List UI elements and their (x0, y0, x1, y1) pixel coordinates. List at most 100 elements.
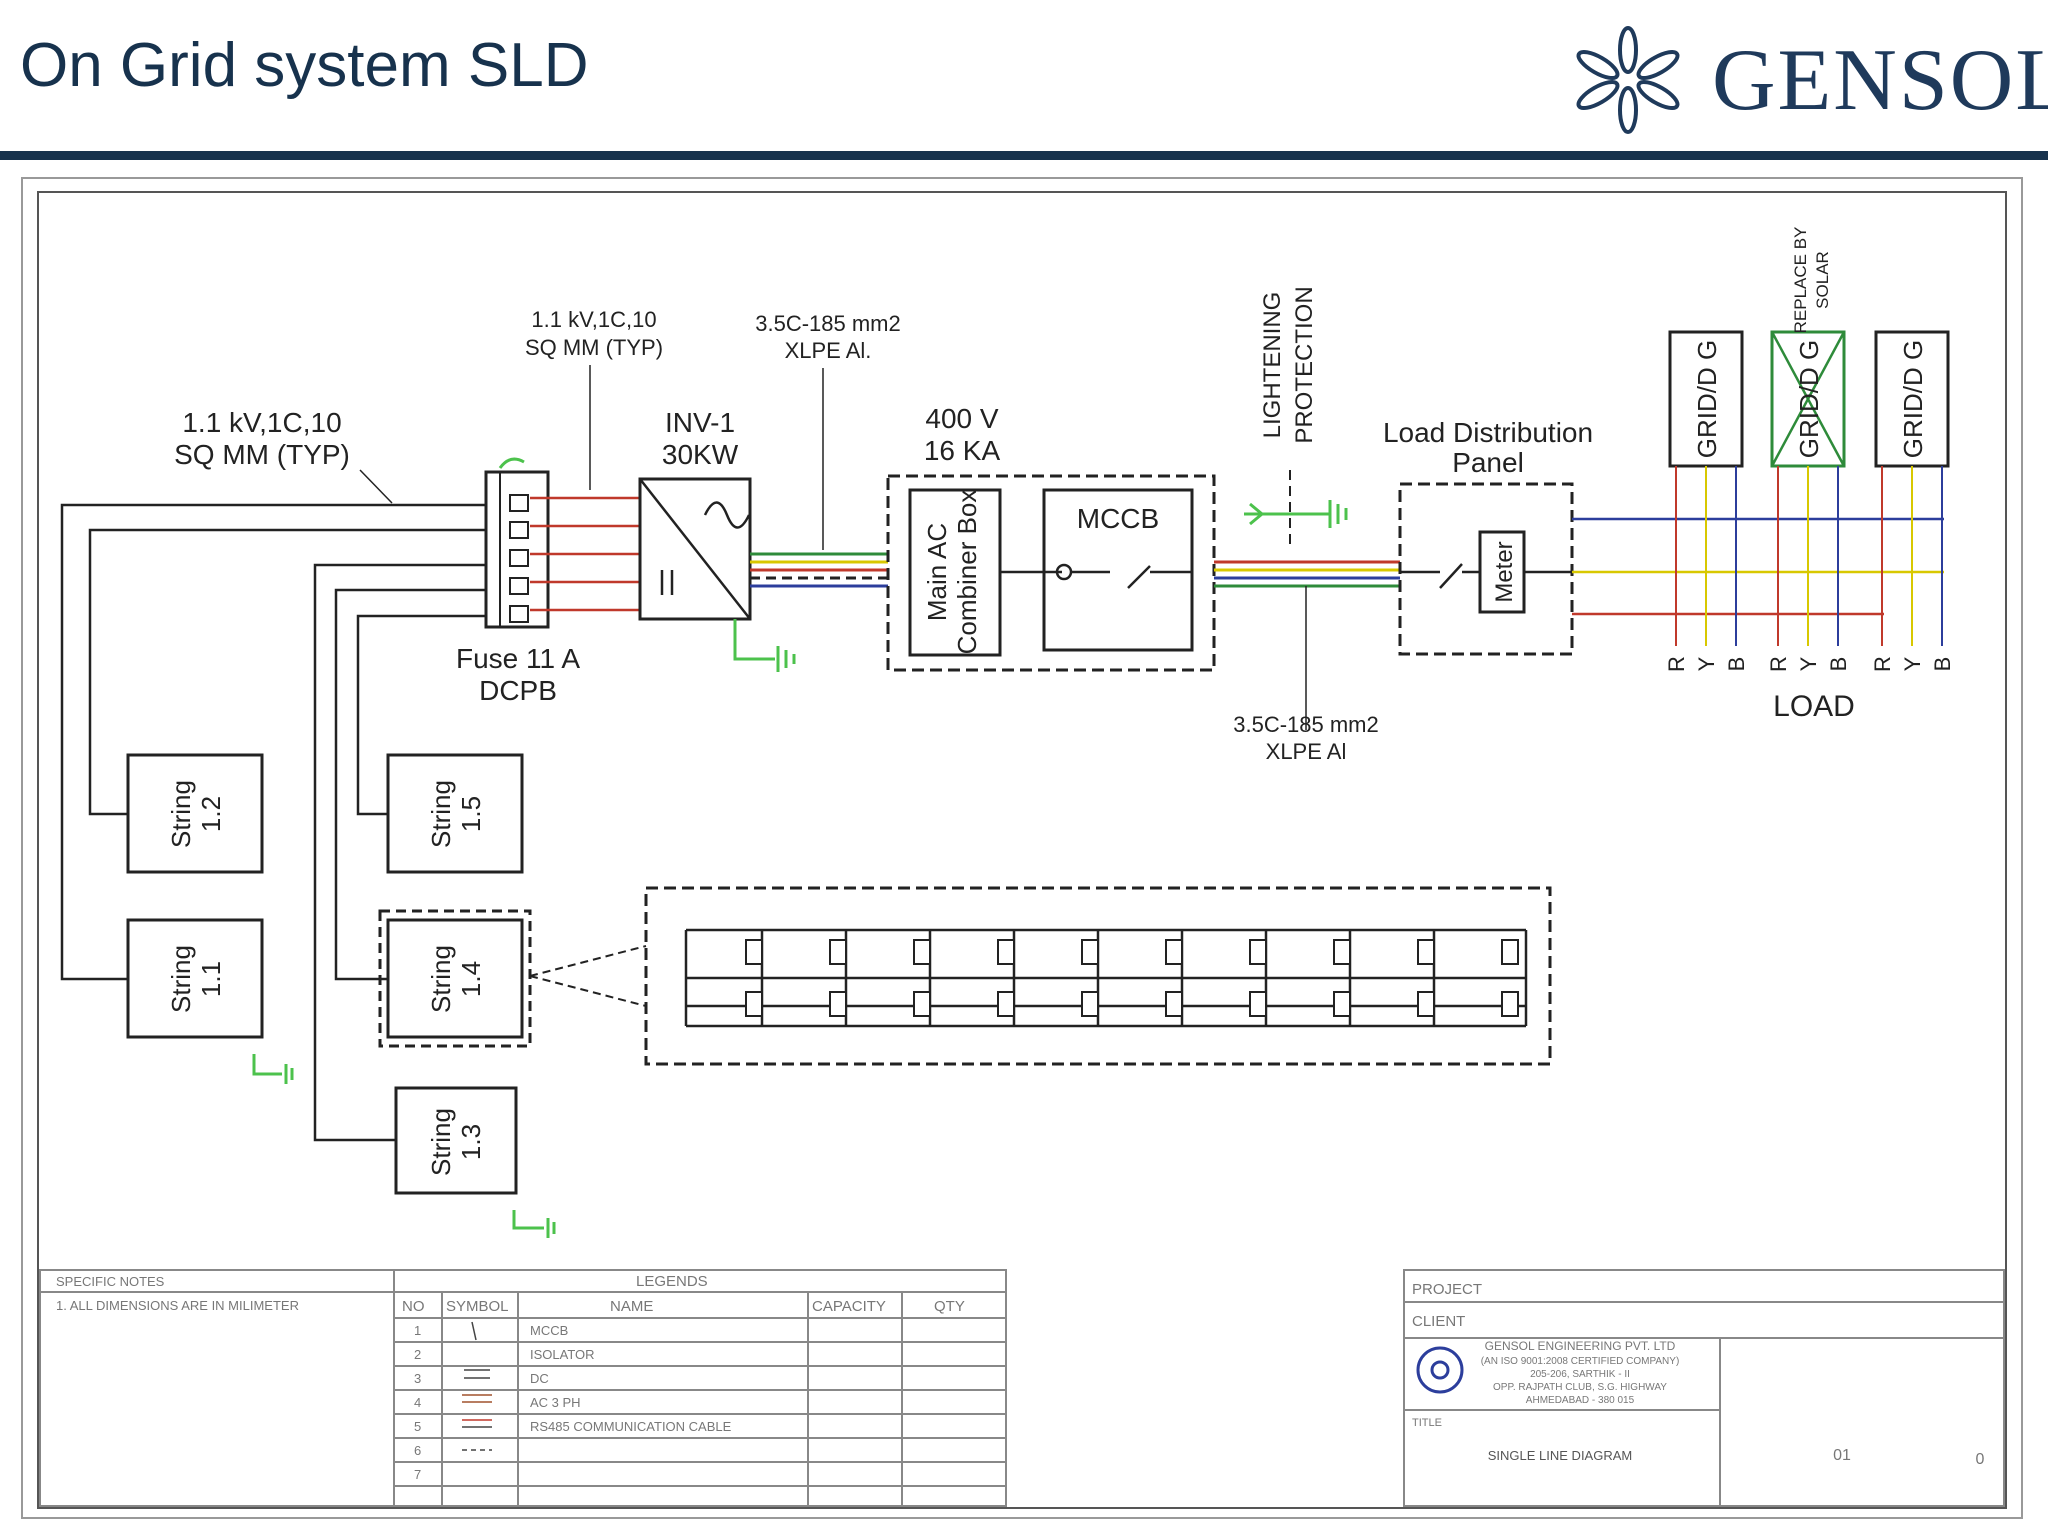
note-1: 1. ALL DIMENSIONS ARE IN MILIMETER (56, 1298, 299, 1313)
revision: 0 (1976, 1451, 1985, 1468)
phase-label: Y (1694, 656, 1719, 671)
phase-label: Y (1900, 656, 1925, 671)
cable-label-left: 1.1 kV,1C,10 (182, 407, 341, 438)
gensol-logo-icon (1576, 26, 1680, 134)
string-label-1-1-num: 1.1 (196, 961, 226, 997)
fuse-box-ground-icon (498, 457, 525, 469)
cable-label-bottom: 3.5C-185 mm2 (1233, 712, 1379, 737)
grid-dg-box-1 (1668, 330, 1744, 468)
wire-string-1-5 (356, 614, 486, 816)
wire-string-1-4 (334, 588, 486, 981)
legend-row-no: 6 (414, 1443, 421, 1458)
cable-label-top: 1.1 kV,1C,10 (531, 307, 656, 332)
fuse-2 (509, 521, 529, 539)
string-box-1-5 (386, 753, 524, 874)
load-distribution-panel (1398, 482, 1574, 656)
load-label: LOAD (1773, 690, 1855, 723)
company-addr-1: 205-206, SARTHIK - II (1530, 1369, 1630, 1380)
wire-string-1-2 (88, 528, 486, 816)
cable-label-bottom-2: XLPE Al (1266, 739, 1347, 764)
mccb-box (1042, 488, 1194, 652)
inner-frame (37, 191, 2007, 1509)
phase-label: B (1826, 657, 1851, 672)
cable-label-left-2: SQ MM (TYP) (174, 439, 350, 470)
string-label-1-4: String (426, 945, 456, 1013)
main-ac-label: Main AC (922, 523, 952, 621)
legend-row-no: 3 (414, 1371, 421, 1386)
string-box-1-2 (126, 753, 264, 874)
ldp-label-2: Panel (1452, 447, 1524, 478)
meter-label: Meter (1491, 541, 1518, 602)
company-name: GENSOL ENGINEERING PVT. LTD (1485, 1339, 1676, 1353)
project-panel (1403, 1269, 2005, 1507)
string-label-1-5: String (426, 780, 456, 848)
cable-label-top-2: SQ MM (TYP) (525, 335, 663, 360)
main-ac-label-2: Combiner Box (952, 490, 982, 655)
legends-heading: LEGENDS (636, 1273, 708, 1290)
fuse-3 (509, 549, 529, 567)
wire-string-1-3 (313, 563, 486, 1142)
fuse-label: Fuse 11 A (456, 643, 580, 674)
main-ac-combiner-box (908, 488, 1002, 657)
wire-string-1-1 (60, 503, 486, 981)
grid-dg-box-3 (1874, 330, 1950, 468)
legend-panel (393, 1269, 1007, 1507)
col-symbol: SYMBOL (446, 1298, 509, 1315)
phase-label: B (1724, 657, 1749, 672)
replace-by-solar-label-2: SOLAR (1813, 251, 1832, 309)
company-addr-3: AHMEDABAD - 380 015 (1526, 1395, 1635, 1406)
string-label-1-1: String (166, 945, 196, 1013)
mccb-label: MCCB (1077, 503, 1159, 534)
string-label-1-5-num: 1.5 (456, 796, 486, 832)
grid-dg-label-3: GRID/D G (1898, 340, 1928, 458)
phase-label: R (1664, 656, 1689, 672)
col-capacity: CAPACITY (812, 1298, 886, 1315)
string-label-1-2: String (166, 780, 196, 848)
title-label: TITLE (1412, 1417, 1442, 1429)
col-no: NO (402, 1298, 425, 1315)
lightning-label: LIGHTENING (1259, 292, 1286, 439)
company-iso: (AN ISO 9001:2008 CERTIFIED COMPANY) (1481, 1356, 1680, 1367)
phase-label: R (1870, 656, 1895, 672)
fuse-4 (509, 577, 529, 595)
inverter-ground-icon (733, 619, 775, 661)
fuse-1 (509, 494, 529, 512)
single-line-diagram: String 1.2 String 1.1 String 1.5 String … (21, 177, 2023, 1519)
string-ground-icon (512, 1210, 556, 1238)
title-block-logo-icon (1416, 1346, 1464, 1394)
col-name: NAME (610, 1298, 653, 1315)
string-box-1-4 (386, 918, 524, 1039)
combiner-rating-fault: 16 KA (924, 435, 1001, 466)
combiner-rating-voltage: 400 V (925, 403, 998, 434)
inverter-name: INV-1 (665, 407, 735, 438)
legend-row-name: MCCB (530, 1323, 568, 1338)
phase-label: B (1930, 657, 1955, 672)
string-label-1-3-num: 1.3 (456, 1124, 486, 1160)
company-addr-2: OPP. RAJPATH CLUB, S.G. HIGHWAY (1493, 1382, 1667, 1393)
inverter-rating: 30KW (662, 439, 739, 470)
cable-label-ac: 3.5C-185 mm2 (755, 311, 901, 336)
legend-row-no: 5 (414, 1419, 421, 1434)
grid-dg-label-1: GRID/D G (1692, 340, 1722, 458)
cable-label-ac-2: XLPE Al. (785, 338, 872, 363)
outer-frame (21, 177, 2023, 1519)
phase-label: R (1766, 656, 1791, 672)
mccb-symbol (1000, 563, 1192, 589)
legend-row-name: AC 3 PH (530, 1395, 581, 1410)
grid-dg-label-2: GRID/D G (1794, 340, 1824, 458)
legend-row-no: 7 (414, 1467, 421, 1482)
legend-row-no: 1 (414, 1323, 421, 1338)
string-label-1-4-num: 1.4 (456, 961, 486, 997)
fuse-label-2: DCPB (479, 675, 557, 706)
string-module-detail (644, 886, 1552, 1066)
string-label-1-2-num: 1.2 (196, 796, 226, 832)
legend-row-name: DC (530, 1371, 549, 1386)
sheet-number: 01 (1833, 1447, 1851, 1464)
page-title: On Grid system SLD (20, 31, 589, 100)
string-ground-icon (252, 1054, 294, 1084)
replace-by-solar-label: REPLACE BY (1791, 227, 1810, 334)
col-qty: QTY (934, 1298, 965, 1315)
meter-box (1478, 530, 1526, 614)
notes-heading: SPECIFIC NOTES (56, 1274, 165, 1289)
legend-row-no: 2 (414, 1347, 421, 1362)
